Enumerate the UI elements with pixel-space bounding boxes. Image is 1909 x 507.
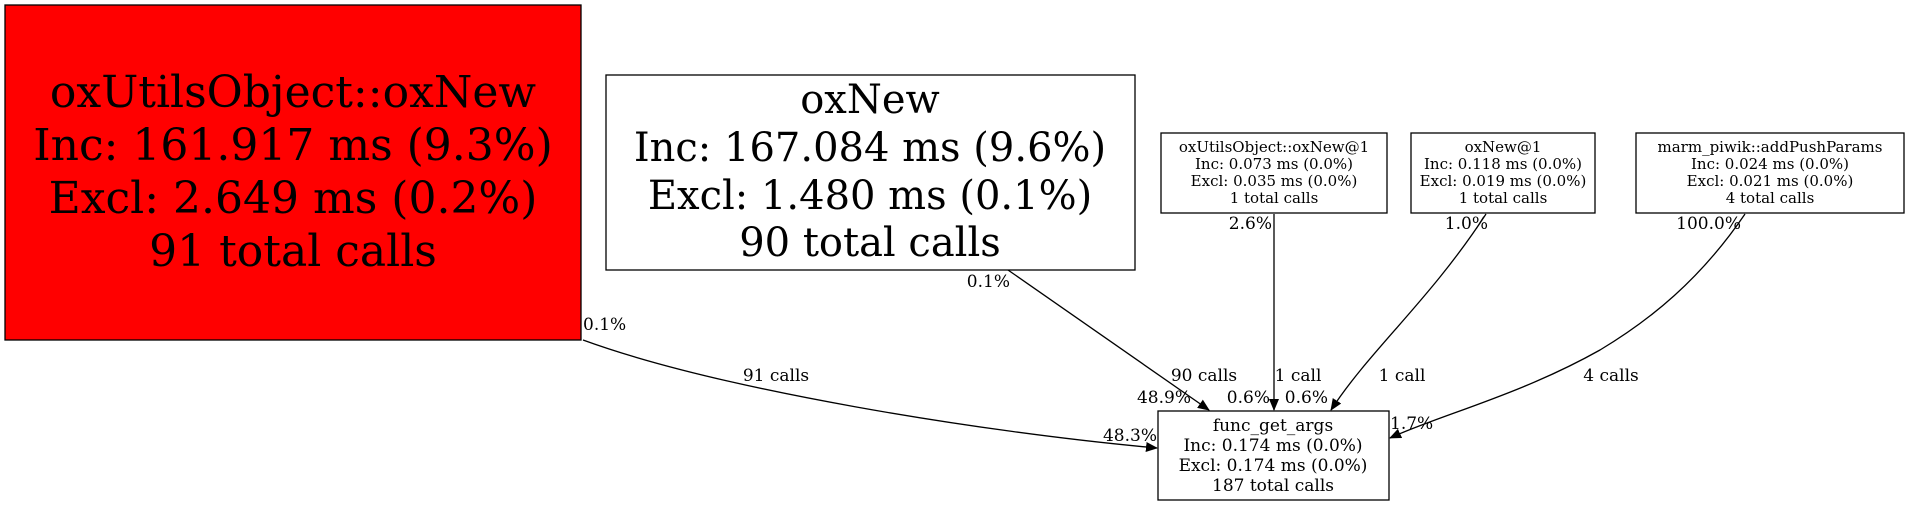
- edge-call-label: 4 calls: [1583, 366, 1638, 386]
- edge-tail-label: 0.1%: [583, 315, 626, 335]
- node-box: [1410, 132, 1596, 214]
- edge-oxutils-oxnew-1-to-func-get-args: 2.6% 1 call 0.6%: [1227, 214, 1322, 411]
- edge-oxnew-to-func-get-args: 0.1% 90 calls 48.9%: [967, 269, 1237, 411]
- edge-tail-label: 1.0%: [1445, 214, 1488, 234]
- edge-line: [582, 339, 1158, 452]
- node-inc: Inc: 167.084 ms (9.6%): [634, 125, 1106, 171]
- node-excl: Excl: 2.649 ms (0.2%): [49, 173, 538, 224]
- node-calls: 4 total calls: [1726, 189, 1815, 207]
- edge-call-label: 1 call: [1379, 366, 1426, 386]
- node-excl: Excl: 1.480 ms (0.1%): [648, 173, 1092, 219]
- edge-head-label: 0.6%: [1227, 388, 1270, 408]
- node-box: [4, 4, 582, 341]
- node-oxnew-1[interactable]: oxNew@1 Inc: 0.118 ms (0.0%) Excl: 0.019…: [1410, 132, 1596, 214]
- node-calls: 90 total calls: [739, 220, 1001, 266]
- edge-head-label: 0.6%: [1285, 388, 1328, 408]
- node-title: oxNew@1: [1465, 138, 1542, 156]
- edge-tail-label: 2.6%: [1229, 214, 1272, 234]
- node-oxutils-oxnew-1[interactable]: oxUtilsObject::oxNew@1 Inc: 0.073 ms (0.…: [1160, 132, 1388, 214]
- node-marm-piwik-add-push-params[interactable]: marm_piwik::addPushParams Inc: 0.024 ms …: [1635, 132, 1905, 214]
- node-excl: Excl: 0.021 ms (0.0%): [1687, 172, 1854, 190]
- edge-line: [1330, 213, 1487, 411]
- edge-head-label: 48.3%: [1103, 426, 1157, 446]
- node-inc: Inc: 0.118 ms (0.0%): [1424, 155, 1582, 173]
- edge-oxutils-oxnew-to-func-get-args: 0.1% 91 calls 48.3%: [582, 315, 1158, 452]
- node-calls: 187 total calls: [1212, 476, 1334, 496]
- edge-head-label: 1.7%: [1390, 414, 1433, 434]
- node-box: [1157, 410, 1390, 501]
- node-calls: 1 total calls: [1459, 189, 1548, 207]
- edge-tail-label: 0.1%: [967, 272, 1010, 292]
- node-calls: 91 total calls: [149, 226, 437, 277]
- node-calls: 1 total calls: [1230, 189, 1319, 207]
- node-inc: Inc: 0.174 ms (0.0%): [1183, 436, 1362, 456]
- edge-call-label: 91 calls: [743, 366, 809, 386]
- node-inc: Inc: 0.073 ms (0.0%): [1195, 155, 1353, 173]
- edge-call-label: 90 calls: [1171, 366, 1237, 386]
- node-oxnew[interactable]: oxNew Inc: 167.084 ms (9.6%) Excl: 1.480…: [605, 74, 1136, 271]
- node-title: oxUtilsObject::oxNew: [50, 67, 537, 118]
- edge-call-label: 1 call: [1275, 366, 1322, 386]
- node-inc: Inc: 161.917 ms (9.3%): [33, 120, 553, 171]
- edge-oxnew-1-to-func-get-args: 1.0% 1 call 0.6%: [1285, 213, 1488, 411]
- node-inc: Inc: 0.024 ms (0.0%): [1691, 155, 1849, 173]
- edge-tail-label: 100.0%: [1676, 214, 1741, 234]
- node-title: oxNew: [800, 77, 940, 123]
- node-excl: Excl: 0.174 ms (0.0%): [1179, 456, 1368, 476]
- edge-line: [1007, 269, 1210, 411]
- node-title: func_get_args: [1213, 416, 1333, 436]
- edge-line: [1389, 213, 1746, 439]
- node-oxutils-oxnew[interactable]: oxUtilsObject::oxNew Inc: 161.917 ms (9.…: [4, 4, 582, 341]
- node-excl: Excl: 0.035 ms (0.0%): [1191, 172, 1358, 190]
- node-title: oxUtilsObject::oxNew@1: [1179, 138, 1369, 156]
- node-box: [1160, 132, 1388, 214]
- edge-head-label: 48.9%: [1137, 388, 1191, 408]
- node-excl: Excl: 0.019 ms (0.0%): [1420, 172, 1587, 190]
- node-func-get-args[interactable]: func_get_args Inc: 0.174 ms (0.0%) Excl:…: [1157, 410, 1390, 501]
- node-title: marm_piwik::addPushParams: [1658, 138, 1883, 156]
- node-box: [1635, 132, 1905, 214]
- node-box: [605, 74, 1136, 271]
- edge-marm-piwik-to-func-get-args: 100.0% 4 calls 1.7%: [1389, 213, 1746, 439]
